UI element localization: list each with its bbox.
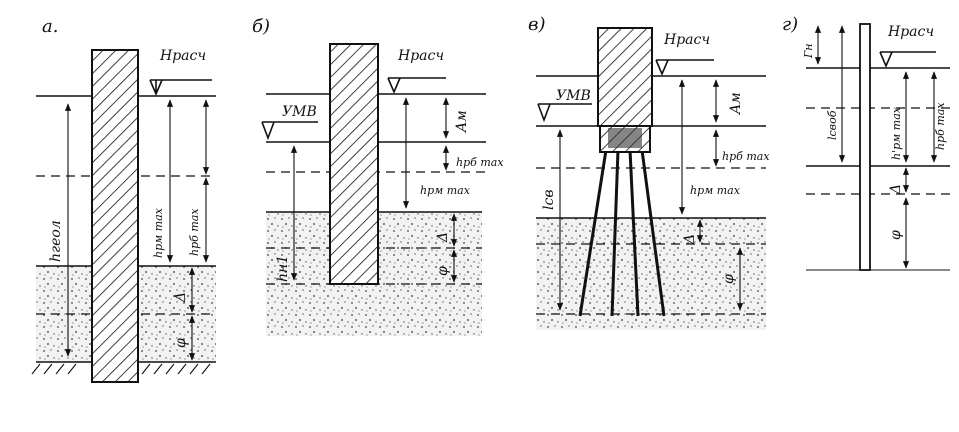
panel-v-l-sv-label: lсв [541,190,557,210]
panel-v-umv-marker [537,103,551,123]
panel-g-phi-label: φ [888,230,904,240]
panel-b-h-pm-label: hрм max [420,184,471,197]
panel-v-soil [536,218,766,330]
panel-b-h-n1-label: hн1 [275,255,291,282]
panel-a-delta-label: Δ [173,292,189,303]
panel-g-delta-label: Δ [888,184,904,195]
panel-g-pile [859,23,871,271]
panel-g-h-rasch: Hрасч [887,24,934,40]
panel-g-h-pm-label: h'рм max [890,106,903,160]
panel-v-piles [578,149,666,317]
panel-a-pile [91,49,139,383]
panel-v-h-pb-label: hрб max [722,150,770,163]
panel-b-a-m-label: Aм [454,110,470,134]
panel-g: г) Hрасч Гн lсвоб h'рм max hрб max Δ φ [782,14,950,271]
panel-a-h-rasch: Hрасч [159,48,206,64]
panel-b-phi-label: φ [435,266,451,276]
panel-v-h-pm-label: hрм max [690,184,741,197]
panel-b-h-rasch: Hрасч [397,48,444,64]
panel-a-h-pb-label: hрб max [188,208,201,256]
panel-a-phi-label: φ [173,338,189,348]
panel-b-delta-label: Δ [435,232,451,243]
panel-g-letter: г) [782,14,798,35]
panel-b-pile [329,43,379,285]
panel-b: б) Hрасч УМВ hн1 hрм max Aм hрб max Δ φ [252,16,504,336]
panel-b-h-pb-label: hрб max [456,156,504,169]
panel-a-letter: а. [42,16,58,37]
panel-a-h-pm-label: hрм max [152,207,165,258]
panel-b-level-marker [387,77,401,95]
panel-g-g-n-label: Гн [802,43,815,59]
panel-g-level-marker [879,51,893,69]
panel-v-umv: УМВ [556,88,591,104]
panel-v-delta-label: Δ [682,234,698,245]
panel-a-h-geol-label: hгеол [48,220,64,262]
panel-g-h-pb-label: hрб max [934,102,947,150]
panel-a-bedrock-hatch [31,363,211,375]
panel-v-h-rasch: Hрасч [663,32,710,48]
panel-v-cap-core [608,128,642,148]
panel-a-level-marker [149,79,163,97]
panel-v-pier-body [597,27,653,127]
panel-b-umv: УМВ [282,104,317,120]
panel-v-a-m-label: Aм [728,92,744,116]
panel-v: в) Hрасч УМВ lсв hрм max Aм hрб max [528,14,770,330]
panel-a: а. Hрасч hгеол hрм max hрб max [31,16,216,383]
panel-g-l-svob-label: lсвоб [826,110,839,140]
panel-v-phi-label: φ [721,274,737,284]
panel-v-letter: в) [528,14,546,35]
panel-b-umv-marker [261,121,275,141]
panel-b-letter: б) [252,16,270,37]
panel-v-level-marker [655,59,669,77]
